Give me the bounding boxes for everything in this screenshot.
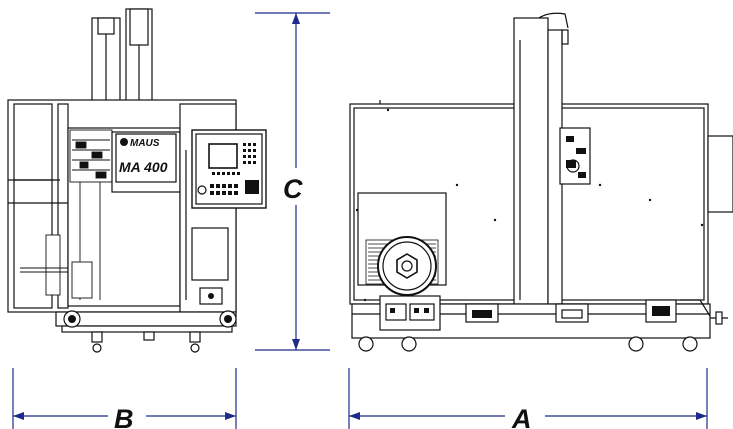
- side-column: [513, 17, 549, 305]
- front-base: [55, 311, 237, 327]
- model-text: MA 400: [119, 159, 168, 175]
- dim-a-label: A: [511, 404, 532, 429]
- maus-logo: MAUS MA 400: [119, 138, 168, 175]
- dim-a-arrow-right: [696, 412, 707, 420]
- dim-b-arrow-left: [13, 412, 24, 420]
- front-view-machine: [7, 8, 267, 353]
- dim-c-arrow-bottom: [292, 339, 300, 350]
- front-casters: [63, 310, 237, 353]
- chuck-nut: [396, 253, 418, 279]
- dim-a-arrow-left: [349, 412, 360, 420]
- dim-b-arrow-right: [225, 412, 236, 420]
- dim-c-label: C: [283, 174, 303, 204]
- dim-c-arrow-top: [292, 13, 300, 24]
- control-panel-screen: [208, 143, 238, 169]
- side-casters: [358, 336, 698, 352]
- logo-text: MAUS: [130, 138, 160, 149]
- control-panel: [191, 129, 267, 209]
- side-view-machine: [349, 12, 733, 352]
- control-panel-keys: [210, 143, 259, 195]
- dimension-lines: [12, 12, 708, 429]
- dim-b-label: B: [114, 404, 134, 429]
